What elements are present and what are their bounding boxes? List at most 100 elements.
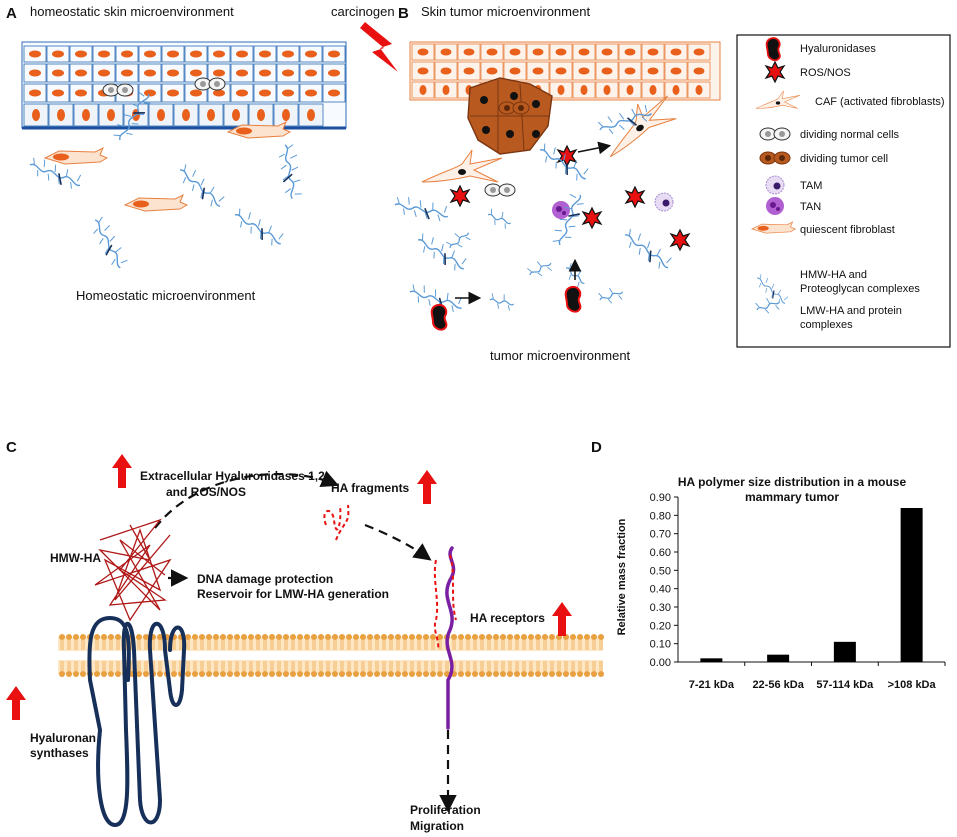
lipid-tail — [557, 640, 561, 650]
lipid-tail — [354, 640, 358, 650]
lipid-head — [311, 634, 317, 640]
lipid-tail — [116, 661, 120, 671]
lipid-tail — [158, 661, 162, 671]
x-tick-label: >108 kDa — [888, 679, 937, 691]
lipid-head — [465, 671, 471, 677]
lipid-head — [570, 634, 576, 640]
ros-nos-star-icon — [625, 186, 645, 208]
hmw-ha-complex-icon — [87, 214, 132, 272]
lipid-tail — [193, 661, 197, 671]
lipid-tail — [249, 661, 253, 671]
lipid-tail — [256, 640, 260, 650]
lipid-tail — [186, 661, 190, 671]
lipid-head — [388, 634, 394, 640]
lipid-tail — [347, 640, 351, 650]
synthases-label-line2: synthases — [30, 746, 89, 760]
lipid-head — [227, 634, 233, 640]
panel-b-caption: tumor microenvironment — [490, 348, 631, 363]
lipid-head — [507, 634, 513, 640]
lipid-head — [66, 671, 72, 677]
lipid-tail — [137, 661, 141, 671]
lipid-head — [577, 671, 583, 677]
legend-item-label: dividing tumor cell — [800, 153, 888, 165]
lipid-head — [430, 671, 436, 677]
lipid-tail — [536, 640, 540, 650]
lipid-tail — [116, 640, 120, 650]
tan-icon — [766, 197, 784, 215]
lipid-tail — [459, 640, 463, 650]
y-tick-label: 0.30 — [650, 602, 671, 614]
lipid-tail — [67, 661, 71, 671]
lipid-tail — [445, 661, 449, 671]
cleavage-arrow — [154, 470, 340, 529]
lipid-head — [577, 634, 583, 640]
lipid-head — [535, 634, 541, 640]
lipid-head — [381, 634, 387, 640]
lipid-tail — [368, 640, 372, 650]
lipid-tail — [599, 661, 603, 671]
lipid-tail — [291, 640, 295, 650]
lipid-head — [486, 634, 492, 640]
lipid-tail — [501, 640, 505, 650]
lipid-head — [556, 671, 562, 677]
lipid-head — [136, 634, 142, 640]
lipid-head — [101, 634, 107, 640]
lipid-head — [311, 671, 317, 677]
lipid-head — [262, 671, 268, 677]
lipid-head — [269, 671, 275, 677]
ha-receptor-icon — [433, 546, 457, 730]
x-tick-label: 57-114 kDa — [816, 679, 874, 691]
lipid-tail — [354, 661, 358, 671]
lipid-tail — [543, 640, 547, 650]
lipid-tail — [424, 661, 428, 671]
hyaluronidases-label-line1: Extracellular Hyaluronidases 1,2 — [140, 469, 325, 483]
role-line2: Reservoir for LMW-HA generation — [197, 587, 389, 601]
panel-c: C Extracellular Hyaluronidases 1,2 and R… — [6, 439, 604, 833]
legend-item-label: ROS/NOS — [800, 67, 851, 79]
lipid-tail — [270, 661, 274, 671]
lipid-head — [528, 634, 534, 640]
lipid-head — [486, 671, 492, 677]
lipid-tail — [410, 661, 414, 671]
lipid-tail — [431, 661, 435, 671]
lipid-head — [115, 671, 121, 677]
legend-item: Hyaluronidases — [765, 37, 876, 62]
dermis-b — [392, 88, 690, 331]
lipid-head — [437, 634, 443, 640]
y-tick-label: 0.80 — [650, 510, 671, 522]
caf-fibroblast-icon — [421, 149, 503, 183]
lipid-tail — [578, 640, 582, 650]
epidermis-layer — [21, 41, 347, 130]
lipid-head — [395, 634, 401, 640]
lipid-tail — [312, 661, 316, 671]
lipid-tail — [319, 661, 323, 671]
lipid-tail — [466, 640, 470, 650]
lipid-tail — [326, 661, 330, 671]
panel-a: A homeostatic skin microenvironment carc… — [6, 4, 398, 303]
lipid-head — [59, 634, 65, 640]
lipid-head — [514, 671, 520, 677]
lipid-head — [549, 671, 555, 677]
lipid-tail — [298, 661, 302, 671]
dividing-normal-cell-icon — [484, 183, 516, 197]
lipid-tail — [382, 661, 386, 671]
lipid-tail — [375, 640, 379, 650]
lipid-head — [367, 634, 373, 640]
lipid-tail — [228, 661, 232, 671]
lipid-head — [409, 634, 415, 640]
lipid-head — [66, 634, 72, 640]
role-line1: DNA damage protection — [197, 572, 333, 586]
legend-item-label: CAF (activated fibroblasts) — [815, 96, 945, 108]
lipid-head — [507, 671, 513, 677]
lipid-head — [493, 634, 499, 640]
lipid-tail — [585, 661, 589, 671]
lipid-tail — [466, 661, 470, 671]
lipid-head — [423, 671, 429, 677]
lipid-head — [479, 671, 485, 677]
lipid-tail — [221, 640, 225, 650]
hyaluronan-synthase-icon — [87, 615, 187, 828]
lipid-tail — [158, 640, 162, 650]
bar — [767, 654, 790, 662]
lipid-head — [80, 634, 86, 640]
lipid-tail — [494, 640, 498, 650]
